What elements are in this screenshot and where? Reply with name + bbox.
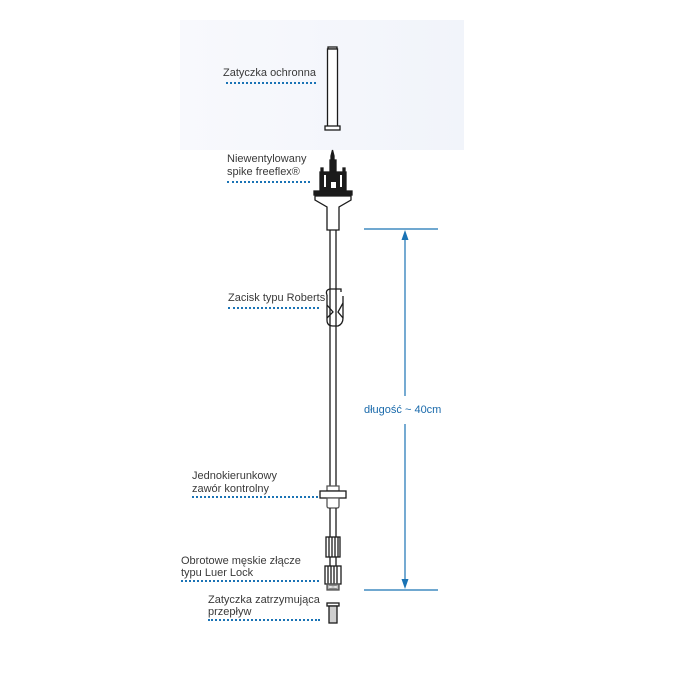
- protective-cap-label: Zatyczka ochronna: [223, 67, 316, 79]
- stop-cap-shape: [326, 602, 340, 624]
- protective-cap-shape: [324, 46, 341, 131]
- luer-lock-shape: [324, 536, 342, 591]
- length-dimension: [364, 228, 438, 591]
- spike-label-line1: Niewentylowany: [227, 153, 307, 165]
- luer-lock-leader: [181, 580, 319, 582]
- arrow-down-icon: [401, 579, 409, 589]
- protective-cap-leader: [226, 82, 316, 84]
- check-valve-label-line1: Jednokierunkowy: [192, 470, 277, 482]
- check-valve-shape: [319, 485, 347, 537]
- check-valve-leader: [192, 496, 318, 498]
- stop-cap-leader: [208, 619, 320, 621]
- stop-cap-label-line2: przepływ: [208, 606, 252, 618]
- spike-shape: [313, 149, 353, 231]
- spike-leader: [227, 181, 310, 183]
- roberts-clamp-shape: [325, 288, 344, 327]
- tube-shape: [329, 230, 337, 486]
- length-dimension-label: długość ~ 40cm: [364, 402, 442, 418]
- check-valve-label-line2: zawór kontrolny: [192, 483, 270, 495]
- luer-lock-label-line2: typu Luer Lock: [181, 567, 254, 579]
- roberts-clamp-label: Zacisk typu Roberts: [228, 292, 326, 304]
- stop-cap-label-line1: Zatyczka zatrzymująca: [208, 594, 320, 606]
- protective-cap-panel: [180, 20, 464, 150]
- spike-label-line2: spike freeflex®: [227, 166, 300, 178]
- arrow-up-icon: [401, 230, 409, 240]
- roberts-clamp-leader: [228, 307, 319, 309]
- luer-lock-label-line1: Obrotowe męskie złącze: [181, 555, 301, 567]
